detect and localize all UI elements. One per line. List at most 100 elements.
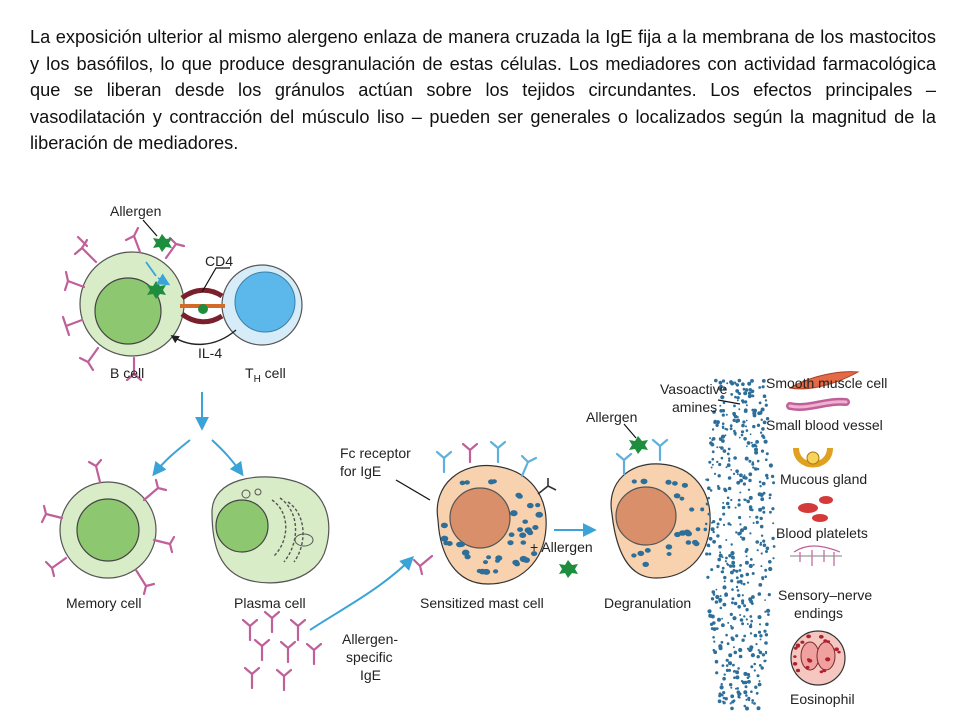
granule [719,685,724,690]
sensory-nerve-icon [790,545,842,566]
granule [745,698,748,701]
blood-vessel-icon [786,397,850,411]
granule [750,665,754,669]
granule [762,491,766,495]
granule [679,496,685,501]
granule [718,380,723,385]
granule [765,546,770,551]
granule [744,456,749,461]
granule [446,541,453,546]
granule [749,532,752,535]
granule [743,634,747,638]
granule [716,446,719,449]
granule [716,564,720,569]
granule [719,595,722,597]
granule [718,644,723,649]
granule [751,443,755,448]
granule [719,606,723,610]
granule [738,647,743,653]
granule [735,576,739,580]
granule [793,646,798,650]
granule [725,556,728,560]
granule [728,457,731,460]
granule [730,543,733,546]
granule [755,520,759,525]
granule [732,472,736,475]
granule [772,557,775,560]
granule [805,665,810,670]
granule [709,489,713,492]
granule [721,379,726,383]
granule [796,644,800,648]
granule [727,476,732,480]
granule [734,395,737,399]
granule [507,540,514,546]
granule [531,551,538,557]
granule [737,391,741,395]
granule [751,572,755,575]
granule [752,466,755,469]
granule [768,566,773,572]
granule [640,478,648,485]
granule [752,424,756,429]
granule [727,505,731,509]
granule [720,570,723,574]
granule [759,541,763,544]
granule [707,512,711,516]
granule [739,614,742,616]
allergen-icon [559,560,578,578]
plasma-cell-label: Plasma cell [234,595,306,611]
granule [736,416,739,418]
granule [745,404,748,407]
granule [757,592,762,596]
granule [729,683,733,687]
granule [722,678,725,681]
granule [681,482,689,488]
granule [764,641,768,645]
granule [523,557,530,563]
granule [743,604,747,608]
granule [685,531,692,537]
granule [731,555,735,560]
granule [493,569,499,574]
granule [738,696,741,699]
granule [726,642,730,646]
granule [738,569,742,572]
ige-label-1: Allergen- [342,631,398,647]
granule [685,540,692,545]
granule [834,647,839,652]
granule [750,441,753,444]
granule [736,473,739,476]
granule [715,588,718,591]
granule [733,414,735,417]
granule [535,503,541,508]
granule [764,610,767,613]
granule [748,472,753,477]
ige-label-2: specific [346,649,393,665]
granule [717,557,721,562]
granule [703,527,708,532]
granule [734,433,737,436]
granule [792,662,798,666]
granule [741,536,746,541]
granule [747,394,752,399]
granule [755,440,759,444]
granule [483,560,488,565]
granule [737,498,741,502]
granule [728,661,731,664]
granule [720,683,723,686]
granule [718,692,722,696]
granule [734,506,737,509]
granule [709,441,713,445]
granule [725,539,728,541]
granule [730,636,734,640]
granule [762,510,766,514]
granule [722,691,726,695]
granule [751,394,755,398]
granule [765,452,769,456]
granule [757,682,762,687]
granule [713,640,716,643]
granule [728,668,732,672]
granule [762,394,767,399]
granule [700,507,705,512]
